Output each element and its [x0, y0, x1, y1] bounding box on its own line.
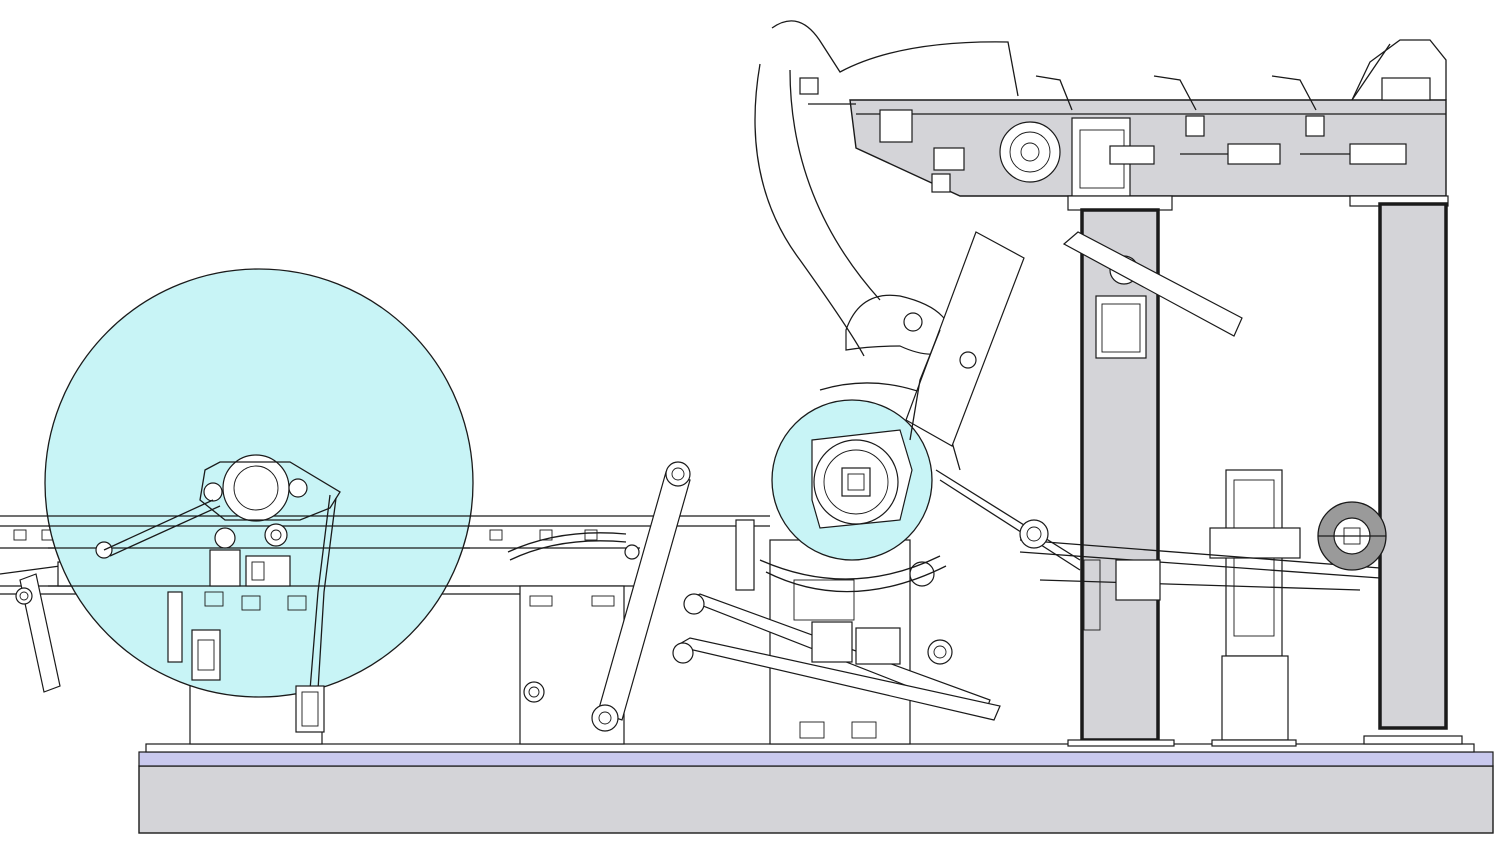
gantry-columns [1062, 195, 1463, 747]
base-frame [138, 743, 1494, 834]
gantry-drive-wheel [999, 121, 1061, 183]
pedestal-lower [1221, 655, 1289, 741]
gantry-column-right [1378, 202, 1448, 730]
discharge-conveyor [1019, 519, 1381, 631]
gantry-column-left [1080, 208, 1160, 742]
diagonal-pivot-arm [507, 461, 691, 732]
pedestal-upper [1225, 469, 1283, 657]
coil-hub [222, 454, 290, 522]
base-top-plate [138, 751, 1494, 767]
small-roll [1317, 501, 1387, 571]
feed-roll-unit [672, 231, 1081, 745]
support-pedestal [1209, 469, 1301, 747]
left-swing-arm [19, 573, 61, 693]
coil-cylinder [191, 629, 221, 681]
upper-gantry-beam [754, 20, 1447, 357]
base-beam [138, 765, 1494, 834]
large-coil [44, 268, 474, 733]
